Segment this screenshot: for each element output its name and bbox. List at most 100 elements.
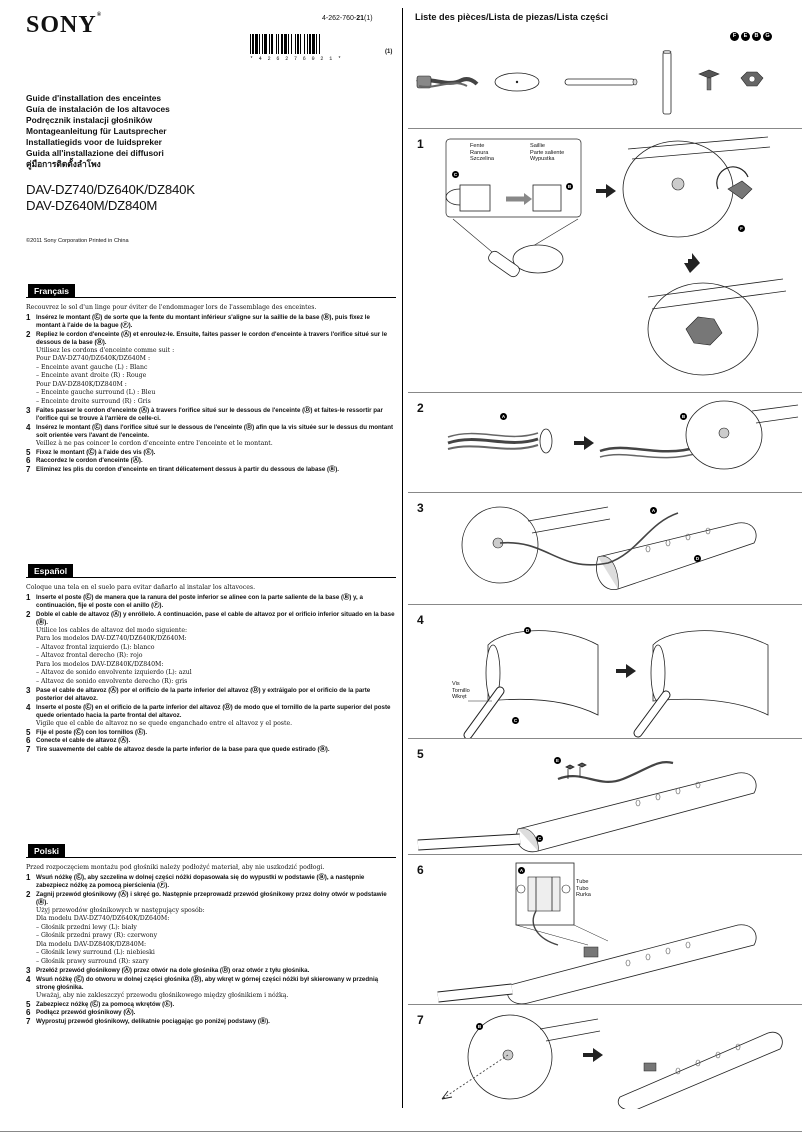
figure-step-6: 6 Tube Tubo Rurka A bbox=[408, 854, 802, 1005]
step-number: 1 bbox=[26, 313, 31, 322]
step-number: 4 bbox=[26, 974, 31, 984]
model-line-2: DAV-DZ640M/DZ840M bbox=[26, 198, 158, 213]
section-language-label: Español bbox=[28, 564, 74, 578]
step-note: Dla modelu DAV-DZ740/DZ640K/DZ640M: bbox=[36, 915, 170, 923]
copyright: ©2011 Sony Corporation Printed in China bbox=[26, 238, 129, 244]
section-header: Español bbox=[26, 563, 396, 578]
step-text: Inserte el poste (Ⓒ) en el orificio de l… bbox=[36, 703, 391, 719]
parts-illustrations bbox=[416, 50, 764, 115]
step-note: Utilice los cables de altavoz del modo s… bbox=[36, 626, 188, 634]
figure-step-4: 4 Vis Tornillo Wkręt D C bbox=[408, 604, 802, 739]
section-language-label: Français bbox=[28, 284, 75, 298]
callout-projection-label: Saillie Parte saliente Wypustka bbox=[530, 143, 565, 163]
lang-code-f: F bbox=[730, 32, 739, 41]
step-text: Wsuń nóżkę (Ⓒ) do otworu w dolnej części… bbox=[36, 975, 379, 991]
callout-slot-label: Fente Ranura Szczelina bbox=[470, 143, 494, 163]
step-text: Fixez le montant (Ⓒ) à l'aide des vis (Ⓔ… bbox=[36, 448, 156, 456]
step-item: 5 Fije el poste (Ⓒ) con los tornillos (Ⓔ)… bbox=[26, 727, 396, 737]
figure-number: 7 bbox=[417, 1013, 424, 1027]
step-text: Fije el poste (Ⓒ) con los tornillos (Ⓔ). bbox=[36, 728, 148, 736]
model-names: DAV-DZ740/DZ640K/DZ840K DAV-DZ640M/DZ840… bbox=[26, 182, 195, 214]
step-note: Veillez à ne pas coincer le cordon d'enc… bbox=[36, 439, 273, 447]
step-note: Para los modelos DAV-DZ740/DZ640K/DZ640M… bbox=[36, 635, 187, 643]
step-number: 5 bbox=[26, 447, 31, 457]
figure-step-1: 1 Fente Ranura Szczelina Saillie Parte s… bbox=[408, 128, 802, 392]
step-number: 4 bbox=[26, 702, 31, 712]
guide-title-fr: Guide d'installation des enceintes bbox=[26, 93, 162, 103]
language-codes: F E B G bbox=[730, 32, 772, 41]
model-line-1: DAV-DZ740/DZ640K/DZ840K bbox=[26, 182, 195, 197]
mark-b: B bbox=[566, 183, 573, 190]
step-number: 3 bbox=[26, 966, 31, 976]
step-note: – Enceinte droite surround (R) : Gris bbox=[36, 398, 151, 406]
step-note: – Głośnik przedni prawy (R): czerwony bbox=[36, 932, 158, 940]
step-note: Użyj przewodów głośnikowych w następując… bbox=[36, 906, 205, 914]
step-note: Pour DAV-DZ740/DZ640K/DZ640M : bbox=[36, 355, 151, 363]
step-note: – Głośnik prawy surround (R): szary bbox=[36, 958, 149, 966]
step-item: 5 Fixez le montant (Ⓒ) à l'aide des vis (… bbox=[26, 447, 396, 457]
step-text: Pase el cable de altavoz (Ⓐ) por el orif… bbox=[36, 687, 371, 703]
step-number: 2 bbox=[26, 609, 31, 619]
step-note: – Altavoz frontal derecho (R): rojo bbox=[36, 652, 143, 660]
step-number: 5 bbox=[26, 999, 31, 1009]
step-text: Conecte el cable de altavoz (Ⓐ). bbox=[36, 737, 131, 745]
ring-nut-part bbox=[740, 71, 764, 87]
step-text: Zagnij przewód głośnikowy (Ⓐ) i skręć go… bbox=[36, 890, 387, 906]
mark-c: C bbox=[536, 835, 543, 842]
step-number: 2 bbox=[26, 889, 31, 899]
parts-list-title: Liste des pièces/Lista de piezas/Lista c… bbox=[415, 12, 609, 22]
step-note: – Enceinte gauche surround (L) : Bleu bbox=[36, 389, 156, 397]
step-number: 7 bbox=[26, 1016, 31, 1026]
step-item: 4 Inserte el poste (Ⓒ) en el orificio de … bbox=[26, 702, 396, 729]
section-intro: Recouvrez le sol d'un linge pour éviter … bbox=[26, 304, 317, 311]
mark-a: A bbox=[650, 507, 657, 514]
step-note: – Głośnik przedni lewy (L): biały bbox=[36, 923, 137, 931]
section-header: Polski bbox=[26, 843, 396, 858]
mark-c: C bbox=[452, 171, 459, 178]
lang-code-g: G bbox=[763, 32, 772, 41]
figure-step-5: 5 E C bbox=[408, 738, 802, 854]
step-number: 3 bbox=[26, 686, 31, 696]
step-text: Tire suavemente del cable de altavoz des… bbox=[36, 745, 330, 753]
step-note: Dla modelu DAV-DZ840K/DZ840M: bbox=[36, 940, 147, 948]
mark-b: B bbox=[476, 1023, 483, 1030]
step-item: 7 Wyprostuj przewód głośnikowy, delikatni… bbox=[26, 1016, 396, 1026]
step-note: – Altavoz de sonido envolvente derecho (… bbox=[36, 678, 188, 686]
step-number: 5 bbox=[26, 727, 31, 737]
step-4-illustration bbox=[463, 630, 769, 739]
step-text: Podłącz przewód głośnikowy (Ⓐ). bbox=[36, 1009, 136, 1017]
part-number: 4-262-760-21(1) bbox=[322, 15, 373, 22]
step-note: – Głośnik lewy surround (L): niebieski bbox=[36, 949, 155, 957]
step-note: – Altavoz de sonido envolvente izquierdo… bbox=[36, 669, 192, 677]
mark-b: B bbox=[680, 413, 687, 420]
step-note: Para los modelos DAV-DZ840K/DZ840M: bbox=[36, 660, 164, 668]
step-number: 1 bbox=[26, 873, 31, 882]
step-text: Faites passer le cordon d'enceinte (Ⓐ) à… bbox=[36, 407, 383, 423]
step-text: Inserte el poste (Ⓒ) de manera que la ra… bbox=[36, 594, 363, 609]
mark-a: A bbox=[500, 413, 507, 420]
section-intro: Przed rozpoczęciem montażu pod głośniki … bbox=[26, 864, 325, 871]
figure-number: 5 bbox=[417, 747, 424, 761]
figure-step-3: 3 A D bbox=[408, 492, 802, 604]
mark-e: E bbox=[554, 757, 561, 764]
step-number: 4 bbox=[26, 422, 31, 432]
step-text: Eliminez les plis du cordon d'enceinte e… bbox=[36, 465, 340, 473]
barcode bbox=[250, 34, 320, 54]
figure-number: 3 bbox=[417, 501, 424, 515]
barcode-suffix: (1) bbox=[385, 49, 393, 55]
lang-code-e: E bbox=[741, 32, 750, 41]
guide-titles: Guide d'installation des enceintes Guía … bbox=[26, 93, 170, 170]
step-text: Repliez le cordon d'enceinte (Ⓐ) et enro… bbox=[36, 330, 388, 346]
step-text: Raccordez le cordon d'enceinte (Ⓐ). bbox=[36, 457, 143, 465]
step-text: Wyprostuj przewód głośnikowy, delikatnie… bbox=[36, 1017, 270, 1025]
